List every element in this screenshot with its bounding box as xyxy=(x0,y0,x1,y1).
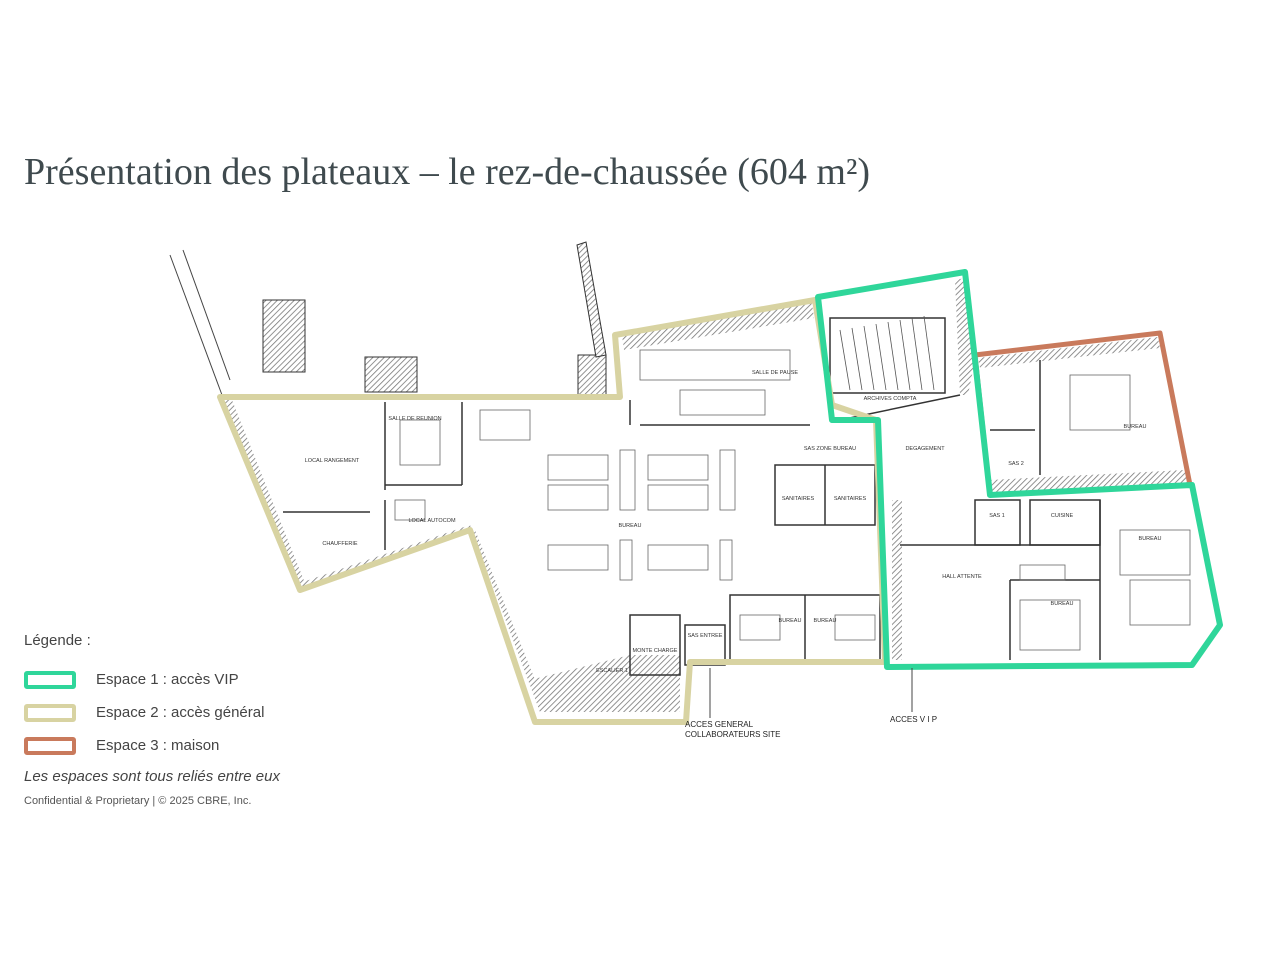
room-label: SALLE DE REUNION xyxy=(388,416,441,422)
access-general-label-2: COLLABORATEURS SITE xyxy=(685,730,780,739)
legend-swatch-green xyxy=(24,670,76,689)
access-vip-label: ACCES V I P xyxy=(890,715,937,724)
legend-item-espace-1: Espace 1 : accès VIP xyxy=(24,663,280,696)
legend-label: Espace 2 : accès général xyxy=(96,704,265,721)
desks xyxy=(394,349,1191,651)
room-label: SANITAIRES xyxy=(782,496,815,502)
room-label: CUISINE xyxy=(1051,513,1074,519)
archive-shelves xyxy=(839,315,935,391)
legend-label: Espace 1 : accès VIP xyxy=(96,671,239,688)
room-label: BUREAU xyxy=(814,618,837,624)
legend-item-espace-3: Espace 3 : maison xyxy=(24,729,280,762)
room-label: MONTE CHARGE xyxy=(633,648,678,654)
room-label: BUREAU xyxy=(1051,601,1074,607)
walls xyxy=(169,241,1188,712)
room-label: SAS 1 xyxy=(989,513,1005,519)
room-label: BUREAU xyxy=(1124,424,1147,430)
access-general-label: ACCES GENERAL xyxy=(685,720,754,729)
room-label: ESCALIER 1 xyxy=(596,668,628,674)
room-label: HALL ATTENTE xyxy=(942,574,982,580)
room-label: BUREAU xyxy=(779,618,802,624)
room-label: ARCHIVES COMPTA xyxy=(864,396,917,402)
page-title: Présentation des plateaux – le rez-de-ch… xyxy=(24,151,871,193)
legend-item-espace-2: Espace 2 : accès général xyxy=(24,696,280,729)
room-labels: LOCAL RANGEMENT SALLE DE REUNION CHAUFFE… xyxy=(305,370,1162,674)
room-label: CHAUFFERIE xyxy=(322,541,357,547)
room-label: SAS ENTREE xyxy=(688,633,723,639)
legend: Légende : Espace 1 : accès VIP Espace 2 … xyxy=(24,632,280,807)
room-label: BUREAU xyxy=(619,523,642,529)
room-label: SANITAIRES xyxy=(834,496,867,502)
legend-swatch-beige xyxy=(24,703,76,722)
legend-note: Les espaces sont tous reliés entre eux xyxy=(24,768,280,785)
espace-2-outline xyxy=(217,297,888,725)
room-label: SAS 2 xyxy=(1008,461,1024,467)
room-label: SAS ZONE BUREAU xyxy=(804,446,856,452)
espace-1-outline xyxy=(815,269,1223,670)
room-label: LOCAL AUTOCOM xyxy=(408,518,455,524)
room-label: LOCAL RANGEMENT xyxy=(305,458,360,464)
legend-title: Légende : xyxy=(24,632,91,649)
room-label: BUREAU xyxy=(1139,536,1162,542)
legend-swatch-orange xyxy=(24,736,76,755)
footer: Confidential & Proprietary | © 2025 CBRE… xyxy=(24,795,252,807)
legend-label: Espace 3 : maison xyxy=(96,737,220,754)
room-label: SALLE DE PAUSE xyxy=(752,370,798,376)
room-label: DEGAGEMENT xyxy=(905,446,945,452)
